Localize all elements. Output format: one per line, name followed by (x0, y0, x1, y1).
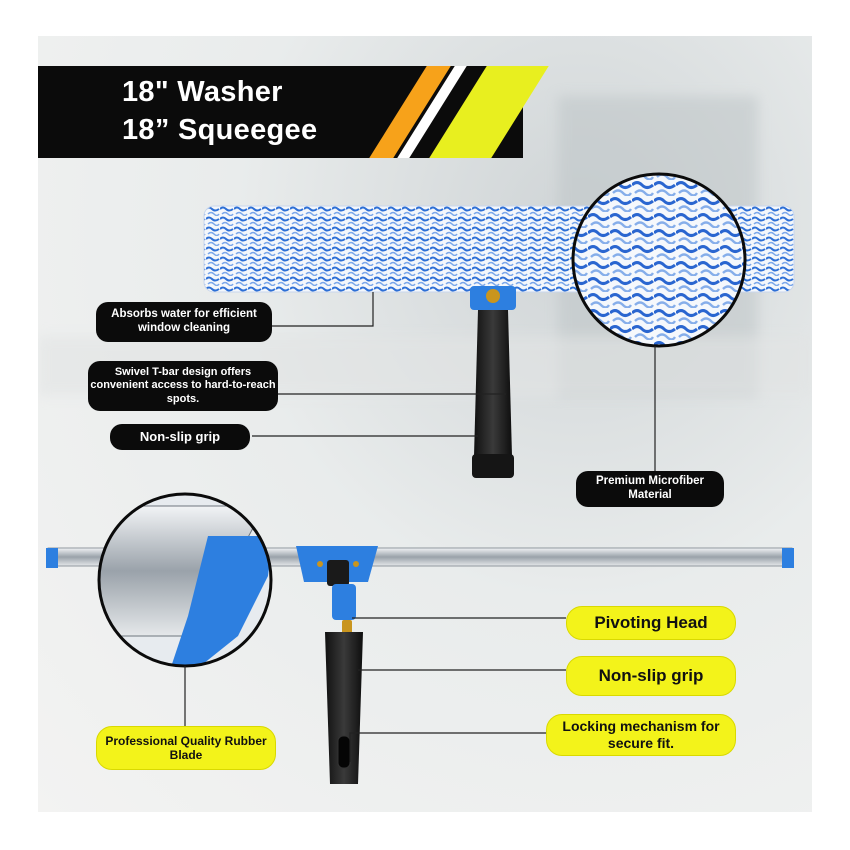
callout-pivoting-head: Pivoting Head (566, 606, 736, 640)
title-line-2: 18” Squeegee (122, 114, 318, 146)
callout-swivel-t-bar: Swivel T-bar design offers convenient ac… (88, 361, 278, 411)
callout-locking-mechanism: Locking mechanism for secure fit. (546, 714, 736, 756)
squeegee-leader-lines (184, 617, 566, 762)
callout-absorbs-water: Absorbs water for efficient window clean… (96, 302, 272, 342)
washer-leader-lines (252, 292, 656, 472)
product-image-frame: 18" Washer 18” Squeegee (38, 36, 812, 812)
callout-non-slip-grip-washer: Non-slip grip (110, 424, 250, 450)
callout-rubber-blade: Professional Quality Rubber Blade (96, 726, 276, 770)
washer-handle (470, 286, 516, 478)
washer-zoom-circle (571, 172, 747, 348)
product-illustration (46, 172, 795, 784)
callout-non-slip-grip-squeegee: Non-slip grip (566, 656, 736, 696)
callout-premium-microfiber: Premium Microfiber Material (576, 471, 724, 507)
title-line-1: 18" Washer (122, 76, 283, 108)
squeegee-handle (296, 546, 378, 784)
blade-zoom-circle (97, 492, 273, 668)
